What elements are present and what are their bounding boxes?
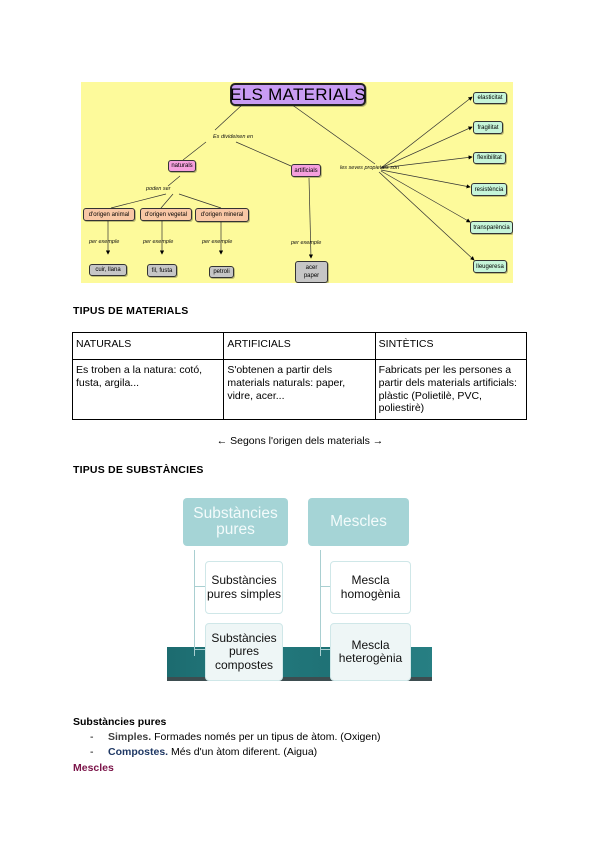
table-cell: Fabricats per les persones a partir dels… <box>374 358 528 421</box>
concept-map-title: ELS MATERIALS <box>230 83 366 106</box>
table-header-row: NATURALS ARTIFICIALS SINTÈTICS <box>71 332 528 360</box>
arrow-line <box>380 169 471 189</box>
node-example-vegetal: fil, fusta <box>147 264 177 277</box>
connector-line <box>194 586 206 587</box>
table-header-cell: NATURALS <box>71 332 225 360</box>
table-caption: ← Segons l'origen dels materials → <box>216 435 384 447</box>
substances-heading: TIPUS DE SUBSTÀNCIES <box>73 464 204 476</box>
table-cell: Es troben a la natura: cotó, fusta, argi… <box>71 358 225 421</box>
bullet-text: Formades només per un tipus de àtom. (Ox… <box>151 731 381 743</box>
arrow-line <box>380 126 473 169</box>
link-line <box>167 175 181 187</box>
link-label-example: per exemple <box>202 239 233 245</box>
bullet-dash: - <box>90 731 94 743</box>
decorative-band-line <box>167 677 432 681</box>
node-origin-mineral: d'origen mineral <box>195 208 249 222</box>
example-paper: paper <box>303 273 320 279</box>
node-property: elasticitat <box>473 92 507 104</box>
table-cell: S'obtenen a partir dels materials natura… <box>223 358 376 421</box>
diagram-child-heterogeneous: Mescla heterogènia <box>330 623 411 681</box>
connector-line <box>320 649 332 650</box>
link-label-properties: les seves propietats són <box>340 165 400 171</box>
link-label-example: per exemple <box>143 239 174 245</box>
link-line <box>214 103 244 131</box>
connector-line <box>320 586 332 587</box>
link-line <box>160 193 174 209</box>
table-header-cell: ARTIFICIALS <box>223 332 376 360</box>
link-line <box>235 141 292 167</box>
node-artificials: artificials <box>291 164 321 177</box>
node-property: flexibilitat <box>473 152 506 164</box>
connector-line <box>320 550 321 656</box>
link-line <box>110 193 167 209</box>
materials-table: NATURALS ARTIFICIALS SINTÈTICS Es troben… <box>71 332 528 421</box>
link-line <box>178 193 222 209</box>
arrow-line <box>380 96 473 169</box>
link-label-example: per exemple <box>291 240 322 246</box>
link-label-poden-ser: poden ser <box>146 186 171 192</box>
materials-heading: TIPUS DE MATERIALS <box>73 305 189 317</box>
list-item: - Simples. Formades només per un tipus de… <box>90 731 381 743</box>
concept-map-links <box>105 96 475 261</box>
link-line <box>290 103 376 165</box>
bullet-dash: - <box>90 746 94 758</box>
link-label-example: per exemple <box>89 239 120 245</box>
table-row: Es troben a la natura: cotó, fusta, argi… <box>71 358 528 421</box>
node-example-animal: cuir, llana <box>89 264 127 276</box>
connector-line <box>194 649 206 650</box>
node-property: transparència <box>470 221 513 234</box>
node-origin-vegetal: d'origen vegetal <box>140 208 192 221</box>
diagram-parent-pure-substances: Substàncies pures <box>183 498 288 546</box>
arrow-line <box>378 171 475 261</box>
node-example-mineral: petroli <box>209 266 234 278</box>
arrow-line <box>380 170 471 223</box>
node-origin-animal: d'origen animal <box>83 208 135 221</box>
node-naturals: naturals <box>168 160 196 172</box>
bullet-text: Més d'un àtom diferent. (Aigua) <box>168 746 318 758</box>
pure-substances-heading: Substàncies pures <box>73 716 167 728</box>
diagram-child-homogeneous: Mescla homogènia <box>330 561 411 614</box>
node-property: resistència <box>471 183 507 196</box>
concept-map-image: ELS MATERIALS Es divideixen en les seves… <box>81 82 513 283</box>
node-example-artificial: acer paper <box>295 261 328 283</box>
node-property: lleugeresa <box>473 260 507 273</box>
substances-diagram: Substàncies pures Mescles Substàncies pu… <box>167 495 432 685</box>
diagram-child-simple: Substàncies pures simples <box>205 561 283 614</box>
arrow-line <box>308 177 314 259</box>
connector-line <box>194 550 195 656</box>
table-header-cell: SINTÈTICS <box>374 332 528 360</box>
bullet-term-compound: Compostes. <box>108 746 169 758</box>
link-line <box>182 141 207 161</box>
diagram-child-compound: Substàncies pures compostes <box>205 623 283 681</box>
mixtures-heading: Mescles <box>73 762 114 774</box>
bullet-term-simple: Simples. <box>108 731 152 743</box>
example-acer: acer <box>305 265 318 271</box>
node-property: fragilitat <box>473 121 503 134</box>
link-label-divide: Es divideixen en <box>213 134 254 140</box>
list-item: - Compostes. Més d'un àtom diferent. (Aig… <box>90 746 317 758</box>
diagram-parent-mixtures: Mescles <box>308 498 409 546</box>
arrow-line <box>380 155 473 169</box>
